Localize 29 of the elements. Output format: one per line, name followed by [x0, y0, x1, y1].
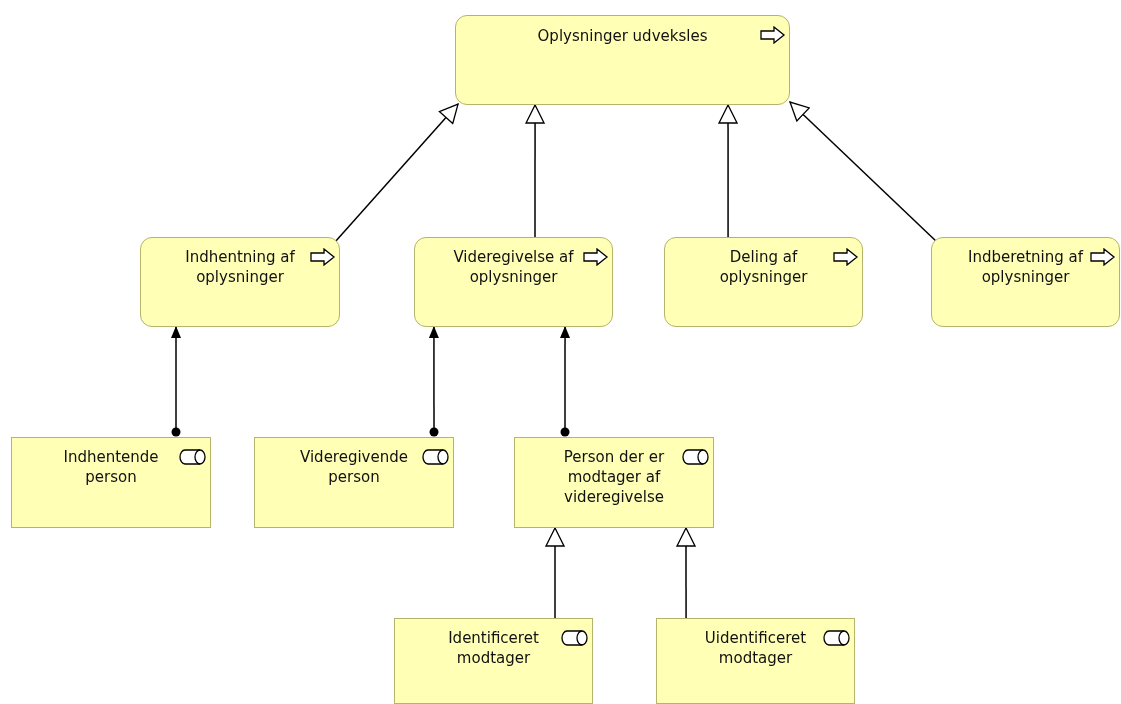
node-label: Deling af oplysninger [718, 247, 809, 287]
role-box [514, 437, 714, 528]
specialization-arrow [525, 104, 545, 238]
role-box [11, 437, 211, 528]
node-label: Videregivende person [299, 447, 409, 487]
node-label: Videregivelse af oplysninger [452, 247, 575, 287]
node-label: Uidentificeret modtager [703, 628, 808, 668]
role-box [394, 618, 593, 704]
node-label: Indhentende person [62, 447, 160, 487]
assignment-arrow [171, 326, 181, 437]
node-label: Indberetning af oplysninger [966, 247, 1085, 287]
process-box [455, 15, 790, 105]
process-title: Oplysninger udveksles [536, 26, 709, 46]
process-box [140, 237, 340, 327]
assignment-arrow [560, 326, 571, 437]
process-box [414, 237, 613, 327]
node-label: Person der er modtager af videregivelse [562, 447, 666, 507]
role-box [254, 437, 454, 528]
specialization-arrow [545, 527, 565, 619]
role-box [656, 618, 855, 704]
process-box [931, 237, 1120, 327]
specialization-arrow [718, 104, 738, 238]
assignment-arrow [428, 326, 439, 437]
specialization-arrow [789, 101, 937, 242]
node-label: Indhentning af oplysninger [184, 247, 296, 287]
process-box [664, 237, 863, 327]
specialization-arrow [676, 527, 696, 619]
specialization-arrow [334, 103, 459, 243]
node-label: Identificeret modtager [447, 628, 540, 668]
